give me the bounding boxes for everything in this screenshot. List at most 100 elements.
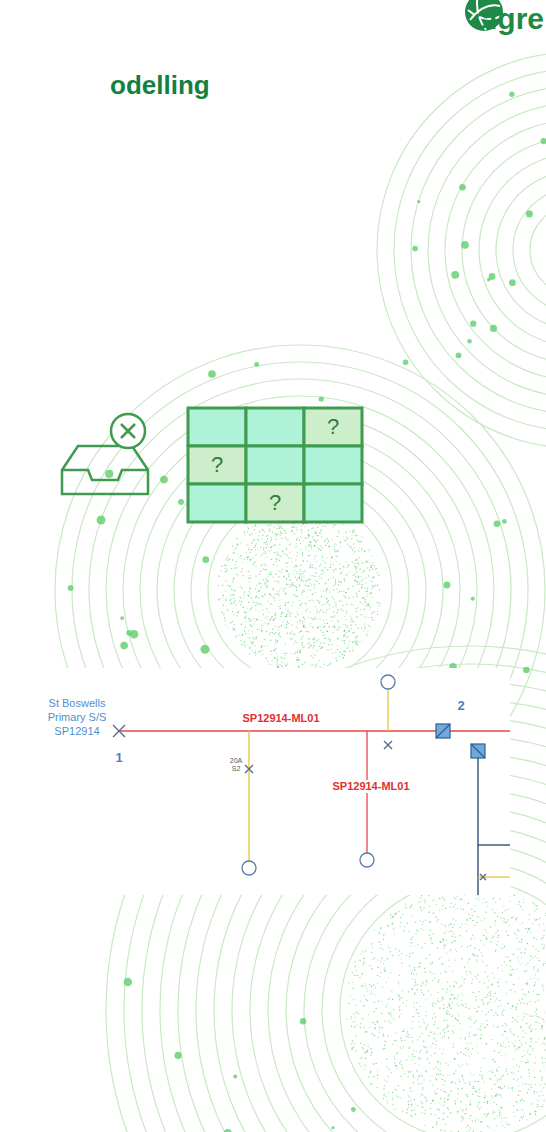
particle-dot	[312, 527, 313, 528]
particle-dot	[245, 612, 246, 613]
particle-dot	[346, 561, 347, 562]
particle-dot	[280, 535, 281, 536]
particle-dot	[325, 638, 326, 639]
particle-dot	[454, 997, 455, 998]
particle-dot	[320, 564, 321, 565]
particle-dot	[319, 578, 320, 579]
particle-dot	[468, 903, 469, 904]
particle-dot	[345, 619, 346, 620]
particle-dot	[291, 584, 292, 585]
particle-dot	[306, 581, 307, 582]
particle-dot	[251, 599, 252, 600]
particle-dot	[249, 588, 250, 589]
particle-dot	[299, 569, 300, 570]
particle-dot	[435, 916, 436, 917]
particle-dot	[512, 1005, 513, 1006]
particle-dot	[345, 592, 346, 593]
particle-dot	[330, 662, 331, 663]
particle-dot	[388, 977, 389, 978]
particle-dot	[293, 633, 294, 634]
particle-dot	[334, 546, 335, 547]
particle-dot	[296, 579, 297, 580]
particle-dot	[339, 564, 340, 565]
particle-dot	[432, 963, 433, 964]
particle-dot	[271, 573, 272, 574]
particle-dot	[303, 590, 304, 591]
particle-dot	[233, 602, 234, 603]
particle-dot	[248, 528, 249, 529]
particle-dot	[335, 583, 336, 584]
particle-dot	[419, 920, 420, 921]
particle-dot	[250, 593, 251, 594]
particle-dot	[360, 609, 361, 610]
particle-dot	[255, 588, 256, 589]
particle-dot	[363, 571, 364, 572]
particle-dot	[441, 1000, 442, 1001]
particle-dot	[340, 541, 341, 542]
particle-dot	[269, 634, 270, 635]
particle-dot	[252, 637, 253, 638]
particle-dot	[268, 525, 269, 526]
particle-dot	[280, 608, 281, 609]
particle-dot	[321, 528, 322, 529]
particle-dot	[530, 1046, 531, 1047]
particle-dot	[349, 641, 350, 642]
particle-dot	[443, 1004, 444, 1005]
particle-dot	[325, 582, 326, 583]
particle-dot	[285, 602, 286, 603]
particle-dot	[374, 1011, 375, 1012]
particle-dot	[270, 547, 271, 548]
particle-dot	[254, 620, 255, 621]
particle-dot	[314, 539, 315, 540]
particle-dot	[446, 1019, 447, 1020]
particle-dot	[520, 1076, 521, 1077]
particle-dot	[508, 1046, 509, 1047]
particle-dot	[295, 559, 296, 560]
particle-dot	[267, 660, 268, 661]
particle-dot	[257, 619, 258, 620]
particle-dot	[379, 1027, 380, 1028]
particle-dot	[503, 1015, 504, 1016]
particle-dot	[317, 535, 318, 536]
particle-dot	[433, 1005, 434, 1006]
particle-dot	[294, 569, 295, 570]
particle-dot	[497, 1094, 498, 1095]
particle-dot	[254, 639, 255, 640]
particle-dot	[326, 619, 327, 620]
particle-dot	[370, 1054, 371, 1055]
particle-dot	[295, 546, 296, 547]
particle-dot	[502, 1025, 503, 1026]
particle-dot	[316, 540, 317, 541]
particle-dot	[443, 940, 444, 941]
particle-dot	[287, 562, 288, 563]
particle-dot	[314, 546, 315, 547]
particle-dot	[330, 564, 331, 565]
particle-dot	[263, 614, 264, 615]
particle-dot	[352, 972, 353, 973]
particle-dot	[286, 571, 287, 572]
particle-dot	[340, 542, 341, 543]
particle-dot	[319, 565, 320, 566]
particle-dot	[292, 613, 293, 614]
particle-dot	[454, 960, 455, 961]
particle-dot	[354, 975, 355, 976]
particle-dot	[329, 608, 330, 609]
particle-dot	[372, 611, 373, 612]
particle-dot	[248, 570, 249, 571]
particle-dot	[411, 988, 412, 989]
particle-dot	[269, 619, 270, 620]
particle-dot	[303, 625, 304, 626]
particle-dot	[231, 568, 232, 569]
particle-dot	[487, 987, 488, 988]
particle-dot	[290, 542, 291, 543]
particle-dot	[441, 924, 442, 925]
particle-dot	[354, 563, 355, 564]
particle-dot	[442, 939, 443, 940]
particle-dot	[278, 576, 279, 577]
particle-dot	[225, 571, 226, 572]
particle-dot	[478, 991, 479, 992]
particle-dot	[419, 1075, 420, 1076]
particle-dot	[261, 630, 262, 631]
particle-dot	[382, 986, 383, 987]
particle-dot	[391, 1072, 392, 1073]
